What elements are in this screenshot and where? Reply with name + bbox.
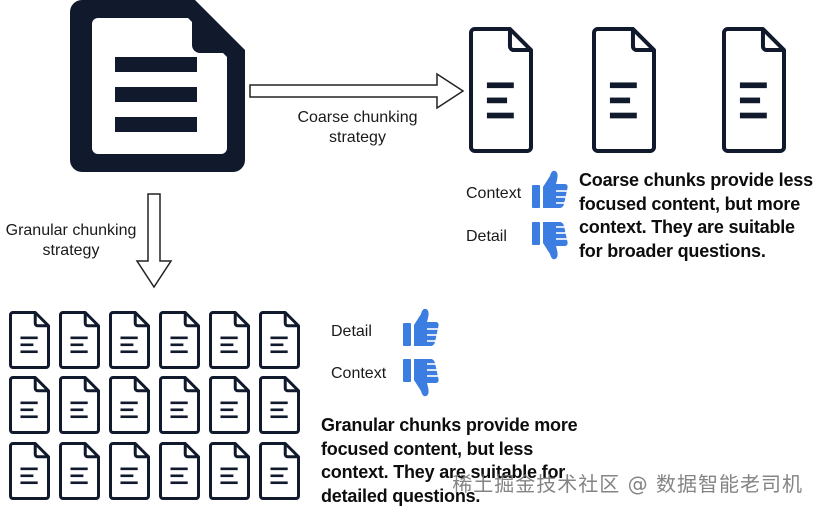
granular-chunk-document-icon xyxy=(159,376,200,434)
granular-chunk-document-icon xyxy=(159,311,200,369)
source-document-icon xyxy=(70,0,245,172)
granular-chunk-document-icon xyxy=(259,442,300,500)
coarse-context-thumbs-up-icon xyxy=(532,170,568,208)
coarse-detail-thumbs-down-icon xyxy=(532,222,568,260)
coarse-detail-label: Detail xyxy=(466,228,507,245)
coarse-strategy-label: Coarse chunking strategy xyxy=(297,109,418,146)
granular-chunk-document-icon xyxy=(209,376,250,434)
coarse-arrow-icon xyxy=(249,72,465,110)
granular-chunk-document-icon xyxy=(209,442,250,500)
granular-chunk-document-icon xyxy=(109,311,150,369)
granular-chunk-document-icon xyxy=(59,376,100,434)
granular-detail-label: Detail xyxy=(331,323,372,340)
coarse-chunk-document-icon xyxy=(469,27,533,153)
granular-context-thumbs-down-icon xyxy=(403,359,439,397)
watermark: 稀土掘金技术社区 @ 数据智能老司机 xyxy=(452,472,803,496)
granular-chunk-document-icon xyxy=(59,311,100,369)
granular-chunk-document-icon xyxy=(9,376,50,434)
granular-chunk-document-icon xyxy=(109,376,150,434)
granular-chunk-document-icon xyxy=(259,311,300,369)
granular-chunk-document-icon xyxy=(109,442,150,500)
coarse-chunk-document-icon xyxy=(592,27,656,153)
granular-chunk-document-icon xyxy=(159,442,200,500)
granular-chunk-document-icon xyxy=(259,376,300,434)
granular-chunk-document-icon xyxy=(9,442,50,500)
coarse-description: Coarse chunks provide less focused conte… xyxy=(579,170,813,261)
coarse-chunk-document-icon xyxy=(722,27,786,153)
granular-chunk-document-icon xyxy=(209,311,250,369)
granular-context-label: Context xyxy=(331,365,387,382)
granular-strategy-label: Granular chunking strategy xyxy=(5,222,137,259)
granular-description: Granular chunks provide more focused con… xyxy=(321,415,578,506)
granular-chunk-document-icon xyxy=(59,442,100,500)
granular-chunk-document-icon xyxy=(9,311,50,369)
coarse-context-label: Context xyxy=(466,185,522,202)
granular-detail-thumbs-up-icon xyxy=(403,308,439,346)
granular-arrow-icon xyxy=(135,193,173,289)
